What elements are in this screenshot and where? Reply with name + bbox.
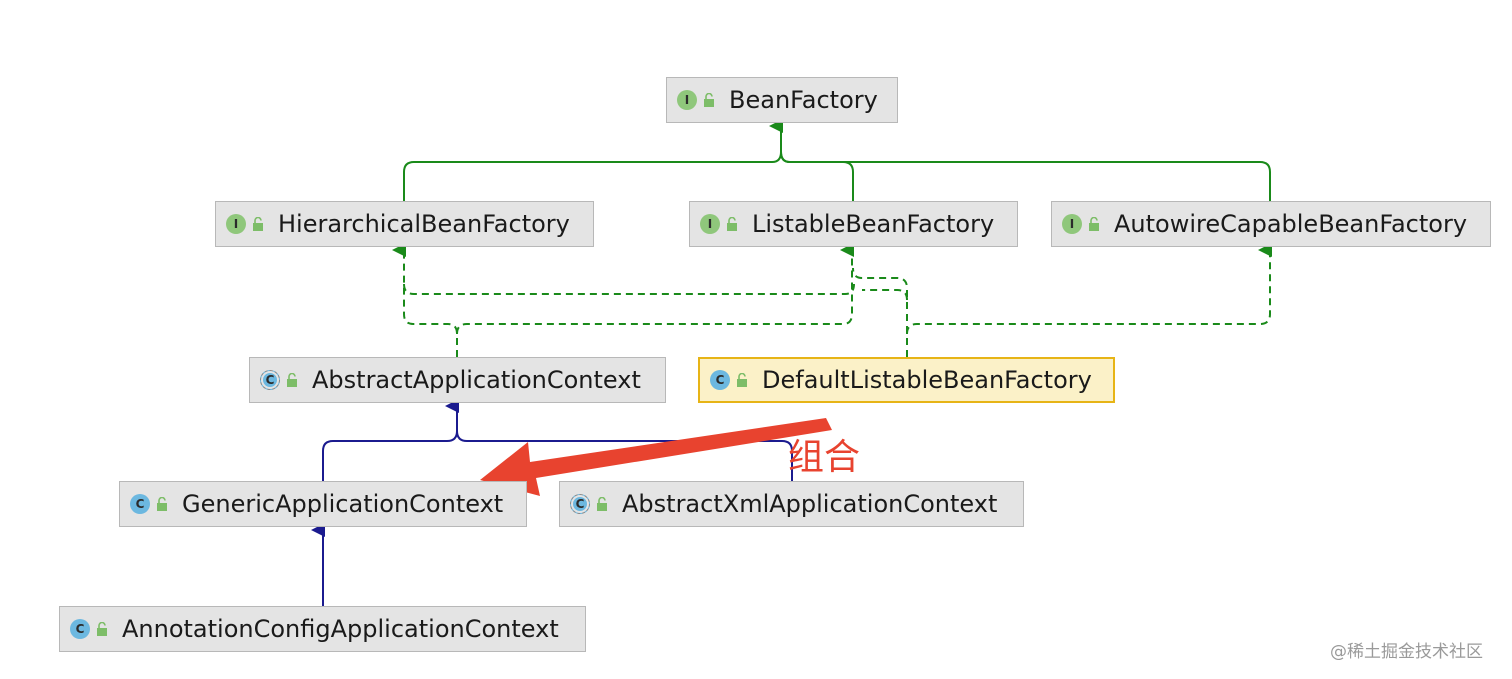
node-label: AbstractApplicationContext [312,366,641,394]
node-label: AutowireCapableBeanFactory [1114,210,1468,238]
unlocked-lock-icon [597,497,607,511]
node-listable-bean-factory[interactable]: I ListableBeanFactory [689,201,1018,247]
node-annotation-config-application-context[interactable]: C AnnotationConfigApplicationContext [59,606,586,652]
unlocked-lock-icon [157,497,167,511]
interface-icon: I [700,214,720,234]
unlocked-lock-icon [727,217,737,231]
node-generic-application-context[interactable]: C GenericApplicationContext [119,481,527,527]
node-label: AnnotationConfigApplicationContext [122,615,559,643]
node-autowire-capable-bean-factory[interactable]: I AutowireCapableBeanFactory [1051,201,1491,247]
node-default-listable-bean-factory[interactable]: C DefaultListableBeanFactory [698,357,1115,403]
unlocked-lock-icon [737,373,747,387]
unlocked-lock-icon [253,217,263,231]
edge-defaultlistable-to-autowire [906,243,1272,335]
edge-abstractappctx-to-hierarchical [392,243,458,357]
node-label: HierarchicalBeanFactory [278,210,570,238]
unlocked-lock-icon [97,622,107,636]
abstract-class-icon: C [570,494,590,514]
edge-autowire-to-beanfactory [780,151,1271,201]
edge-defaultlistable-to-listable-b [862,289,908,301]
edge-defaultlistable-to-listable [852,267,908,357]
composition-annotation-label: 组合 [788,437,861,478]
abstract-class-icon: C [260,370,280,390]
node-label: AbstractXmlApplicationContext [622,490,998,518]
class-icon: C [70,619,90,639]
node-abstract-xml-application-context[interactable]: C AbstractXmlApplicationContext [559,481,1024,527]
node-label: GenericApplicationContext [182,490,504,518]
edge-abstractxml-to-abstractappctx [456,430,793,481]
edge-generic-to-abstractappctx [322,399,459,481]
edge-hierarchical-to-beanfactory [403,119,783,201]
unlocked-lock-icon [287,373,297,387]
node-bean-factory[interactable]: I BeanFactory [666,77,898,123]
interface-icon: I [226,214,246,234]
unlocked-lock-icon [1089,217,1099,231]
node-label: ListableBeanFactory [752,210,995,238]
class-icon: C [130,494,150,514]
edge-listable-to-beanfactory [780,151,854,201]
edge-defaultlistable-to-hierarchical [403,283,855,295]
node-hierarchical-bean-factory[interactable]: I HierarchicalBeanFactory [215,201,594,247]
watermark: @稀土掘金技术社区 [1330,642,1483,662]
unlocked-lock-icon [704,93,714,107]
node-label: BeanFactory [729,86,878,114]
edge-abstractappctx-to-listable [456,243,854,335]
interface-icon: I [1062,214,1082,234]
composition-arrow [480,418,832,496]
class-icon: C [710,370,730,390]
node-label: DefaultListableBeanFactory [762,366,1092,394]
node-abstract-application-context[interactable]: C AbstractApplicationContext [249,357,666,403]
interface-icon: I [677,90,697,110]
